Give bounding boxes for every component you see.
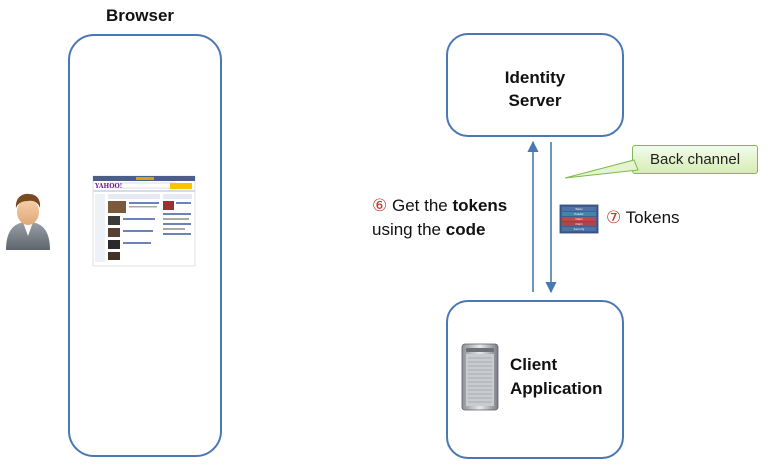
identity-server-line1: Identity — [504, 68, 566, 87]
client-application-label: Client Application — [510, 353, 603, 401]
token-part-2: Claim — [575, 217, 583, 221]
token-icon: Token Header Claim Claim Security — [559, 204, 599, 234]
step6-line2: using the code — [372, 218, 507, 242]
step6-line1: ⑥ Get the tokens — [372, 194, 507, 218]
server-icon — [461, 343, 499, 411]
step6-line2-pre: using the — [372, 220, 446, 239]
client-application-line2: Application — [510, 379, 603, 398]
identity-server-label: Identity Server — [446, 66, 624, 112]
token-part-1: Header — [574, 212, 584, 216]
token-part-3: Claim — [575, 222, 583, 226]
step6-tokens: tokens — [452, 196, 508, 215]
step6-marker: ⑥ — [372, 196, 388, 215]
callout-pointer — [564, 159, 639, 179]
token-part-4: Security — [574, 227, 585, 231]
step6-label: ⑥ Get the tokens using the code — [372, 194, 507, 242]
identity-server-line2: Server — [508, 91, 562, 110]
step7-label: ⑦ Tokens — [606, 208, 680, 228]
step7-text: Tokens — [621, 208, 680, 227]
back-channel-callout: Back channel — [632, 145, 758, 174]
yahoo-page-thumbnail: YAHOO! — [92, 175, 196, 267]
yahoo-logo: YAHOO! — [94, 183, 122, 190]
step6-code: code — [445, 220, 486, 239]
step7-marker: ⑦ — [606, 208, 622, 227]
browser-title: Browser — [106, 6, 175, 25]
token-part-0: Token — [575, 207, 583, 211]
client-application-box — [446, 300, 624, 459]
step6-pre: Get the — [387, 196, 453, 215]
identity-server-box — [446, 33, 624, 137]
user-icon — [6, 193, 50, 250]
client-application-line1: Client — [510, 355, 558, 374]
